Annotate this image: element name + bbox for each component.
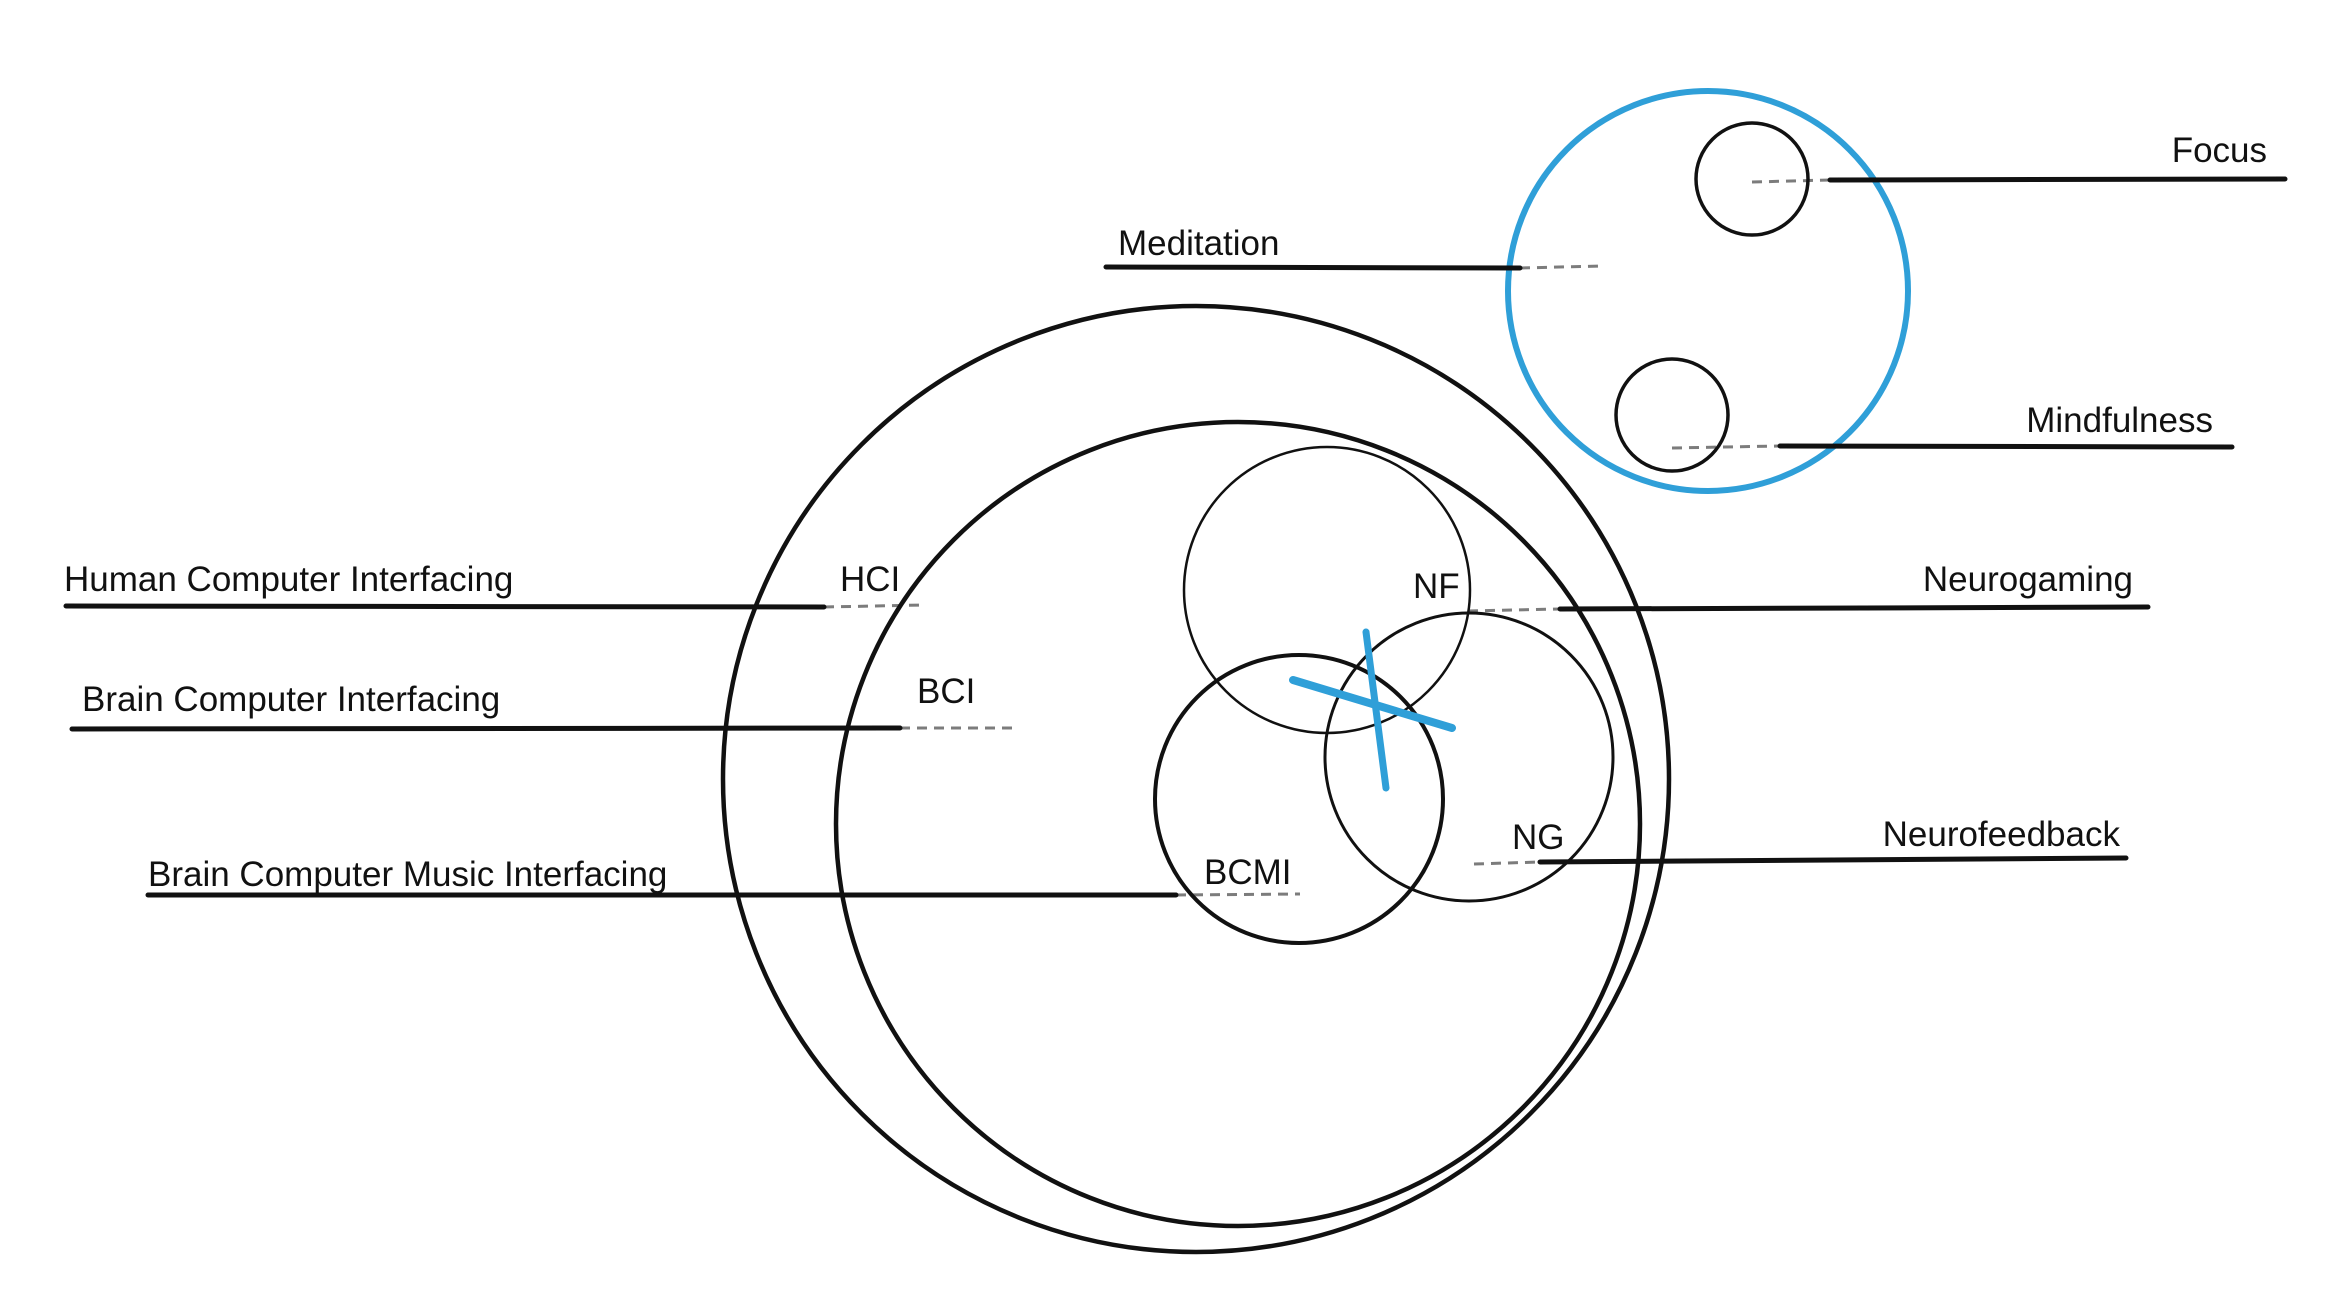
leader-lines (63, 176, 2288, 898)
hci-leader-line (63, 603, 827, 610)
neurofeedback-leader-line-faded (1473, 860, 1541, 866)
ng-abbr-label: NG (1512, 818, 1565, 857)
meditation-circle (1505, 88, 1911, 494)
neurogaming-leader-line-faded (1467, 607, 1561, 613)
bcmi-circle (1153, 653, 1445, 945)
focus-circle (1694, 121, 1810, 237)
bci-circle (833, 419, 1643, 1229)
meditation-leader-line-faded (1519, 264, 1603, 270)
neurogaming-label: Neurogaming (1923, 560, 2133, 599)
ng-circle (1323, 611, 1615, 903)
bci-leader-line (69, 725, 903, 732)
focus-leader-line (1827, 176, 2288, 183)
bci-abbr-label: BCI (917, 672, 975, 711)
meditation-label: Meditation (1118, 224, 1279, 263)
focus-label: Focus (2172, 131, 2267, 170)
mindfulness-leader-line (1777, 443, 2235, 450)
focus-leader-line-faded (1751, 178, 1831, 184)
mindfulness-leader-line-faded (1671, 444, 1781, 450)
hci-leader-line-faded (823, 603, 925, 609)
nf-abbr-label: NF (1413, 567, 1460, 606)
neurogaming-leader-line (1557, 604, 2151, 612)
hci-circle (720, 303, 1672, 1255)
neurofeedback-label: Neurofeedback (1883, 815, 2121, 854)
intersection-x-mark (1289, 628, 1456, 792)
mindfulness-label: Mindfulness (2026, 401, 2213, 440)
hci-full-label: Human Computer Interfacing (64, 560, 513, 599)
mindfulness-circle (1614, 357, 1730, 473)
meditation-leader-line (1103, 264, 1523, 271)
bcmi-abbr-label: BCMI (1204, 853, 1292, 892)
bcmi-leader-line-faded (1175, 892, 1301, 897)
bcmi-full-label: Brain Computer Music Interfacing (148, 855, 667, 894)
bci-full-label: Brain Computer Interfacing (82, 680, 500, 719)
hci-abbr-label: HCI (840, 560, 900, 599)
neurofeedback-leader-line (1537, 855, 2129, 865)
